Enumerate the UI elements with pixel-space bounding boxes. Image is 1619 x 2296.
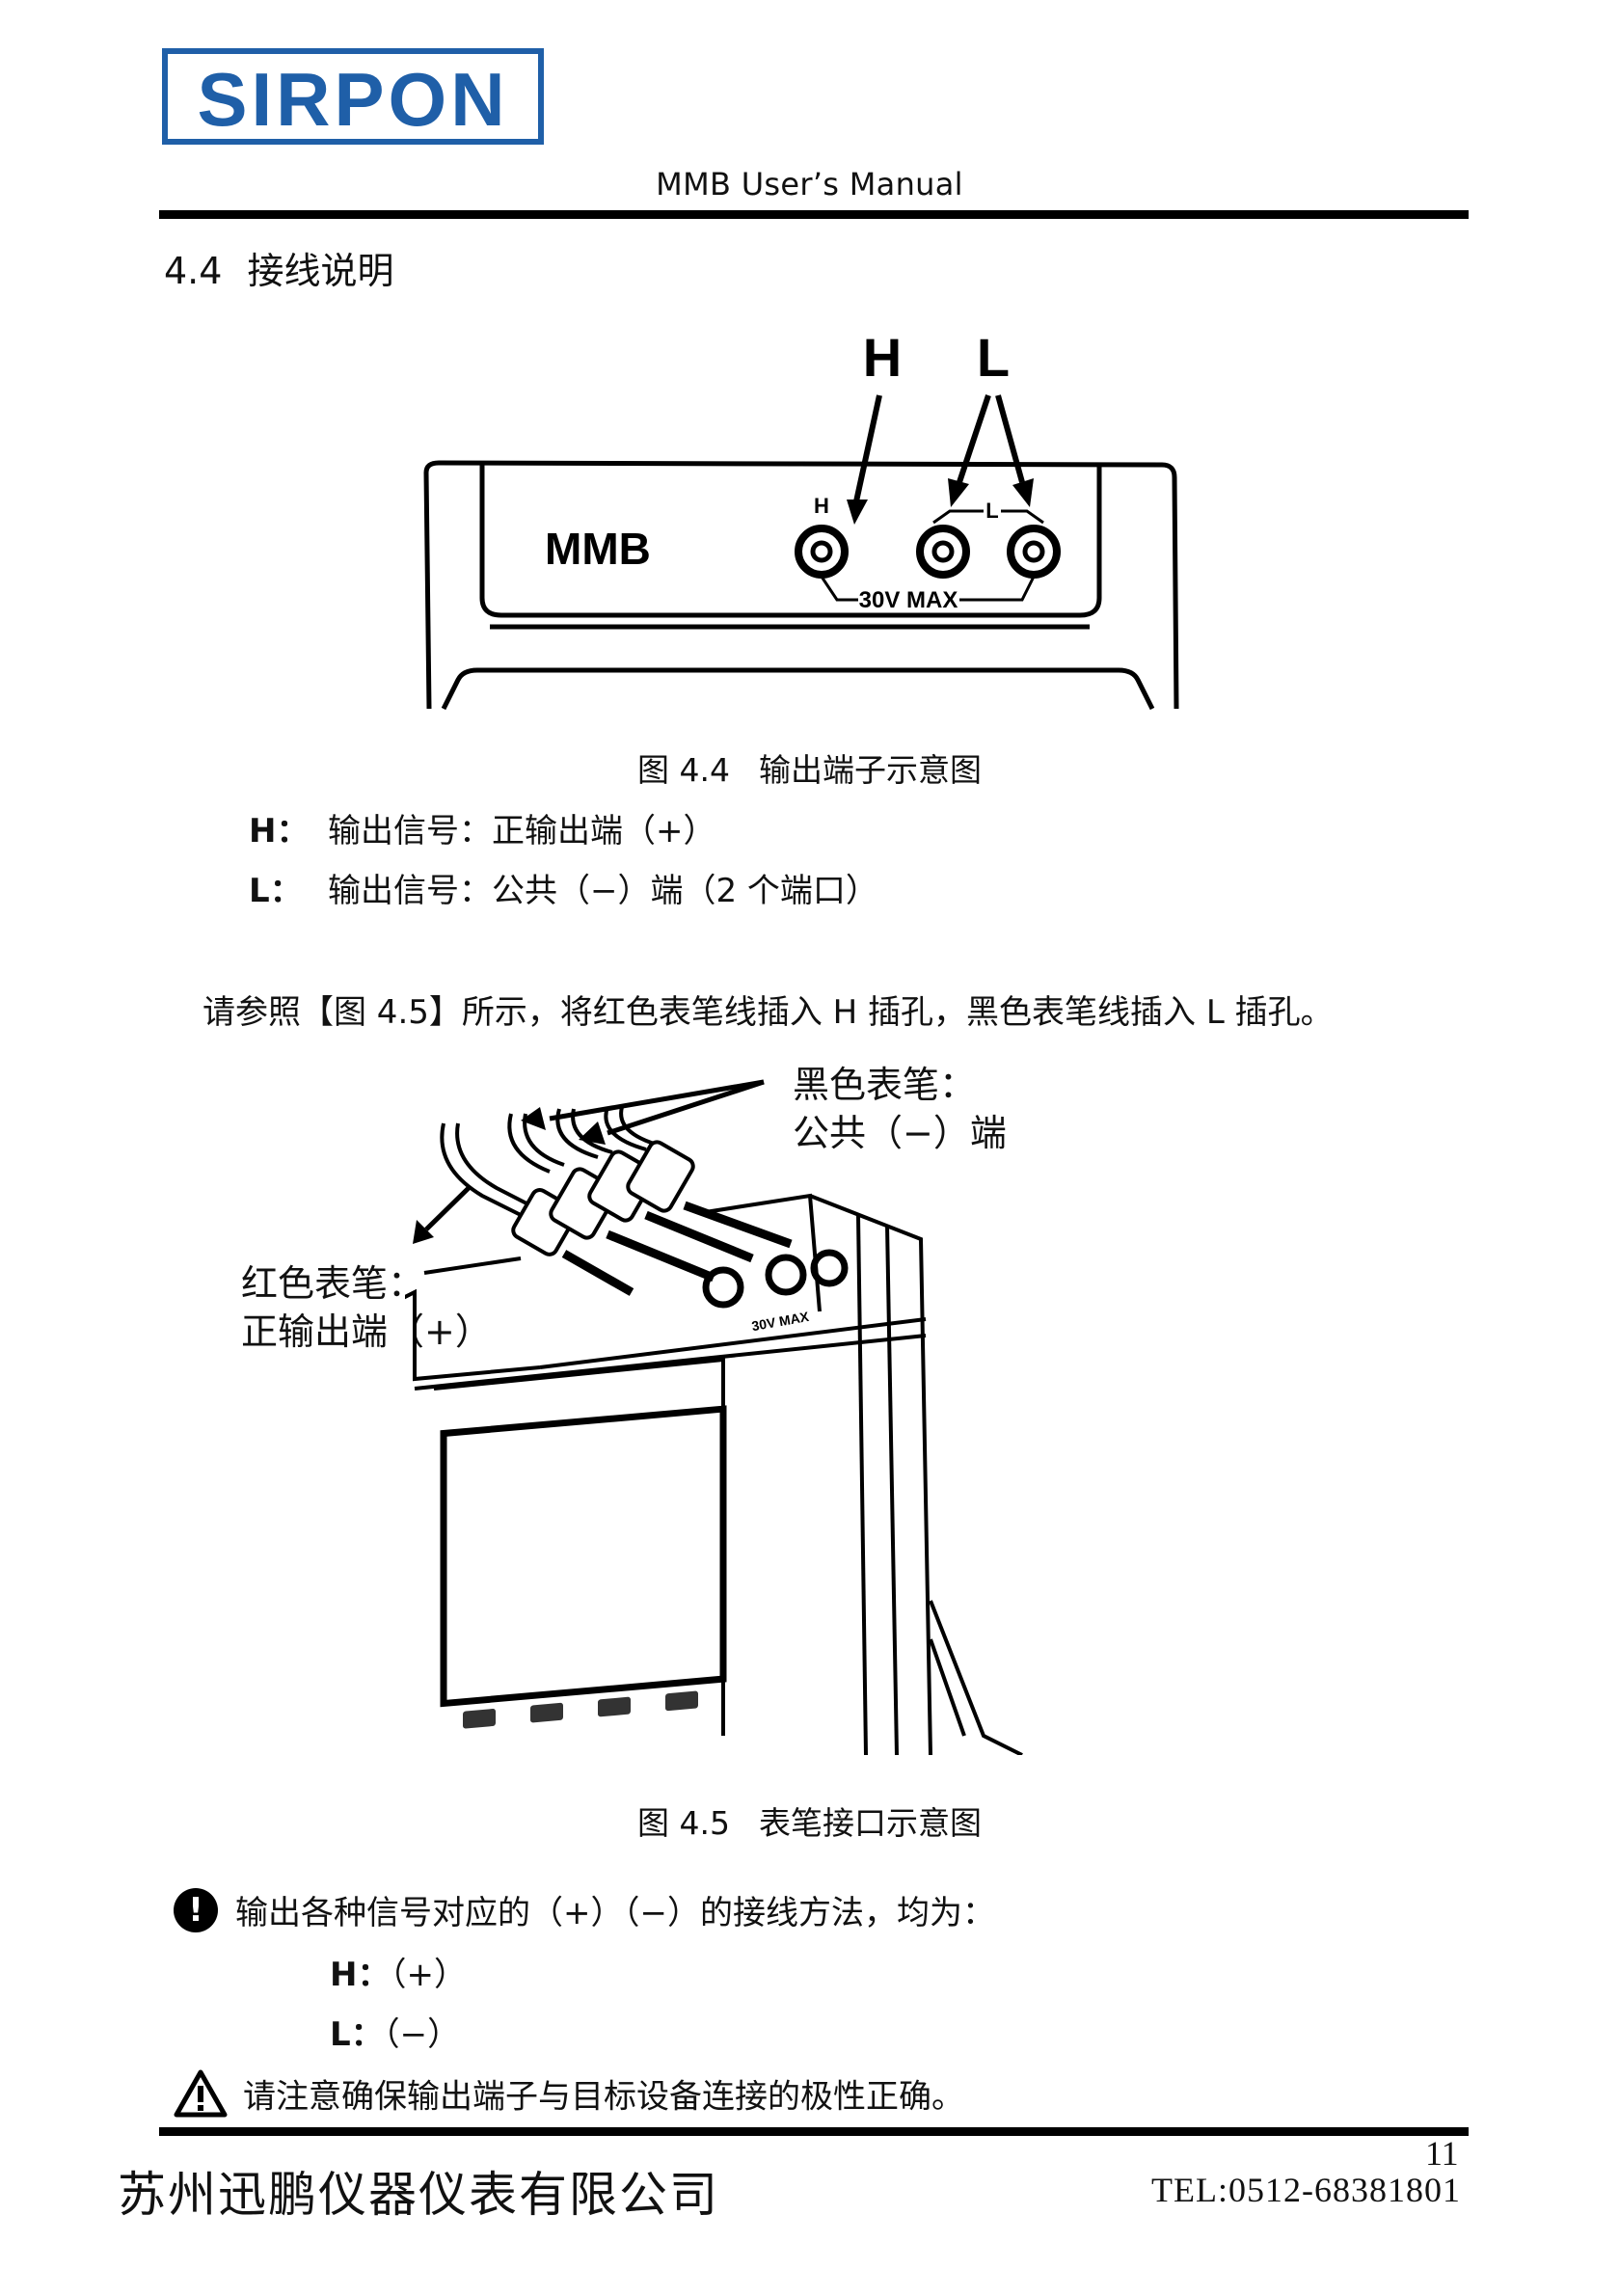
figure-4-5-probe-diagram: 30V MAX xyxy=(405,1079,1023,1755)
red-probe-label: 红色表笔： 正输出端（+） xyxy=(241,1259,492,1356)
figure-4-5-caption: 图 4.5 表笔接口示意图 xyxy=(0,1797,1619,1844)
definition-h: H： 输出信号：正输出端（+） xyxy=(249,804,716,851)
warning-triangle-icon xyxy=(174,2069,228,2118)
black-probe-label-1: 黑色表笔： xyxy=(793,1064,977,1106)
logo-text: SIRPON xyxy=(197,57,508,142)
fig44-arrows xyxy=(847,394,1034,525)
fig44-voltage: 30V MAX xyxy=(859,587,958,613)
definition-l-text: 输出信号：公共（−）端（2 个端口） xyxy=(328,872,878,910)
red-probe-label-2: 正输出端（+） xyxy=(241,1310,492,1353)
note-row: ! 输出各种信号对应的（+）（−）的接线方法，均为： xyxy=(174,1886,995,1933)
fig44-caption-num: 图 4.4 xyxy=(637,751,730,789)
section-title: 接线说明 xyxy=(247,250,394,292)
polarity-h-key: H： xyxy=(330,1956,391,1994)
fig45-probe-plugs xyxy=(511,1140,793,1296)
polarity-h: H：（+） xyxy=(330,1948,467,1995)
fig45-voltage: 30V MAX xyxy=(750,1309,810,1334)
definition-l-key: L： xyxy=(249,872,303,910)
definition-h-key: H： xyxy=(249,812,310,851)
fig45-terminals xyxy=(702,1249,849,1309)
fig44-device-panel xyxy=(423,460,1179,711)
fig45-caption-text: 表笔接口示意图 xyxy=(758,1804,982,1842)
warning-text: 请注意确保输出端子与目标设备连接的极性正确。 xyxy=(243,2077,964,2117)
fig45-buttons xyxy=(463,1690,698,1729)
manual-title: MMB User’s Manual xyxy=(656,166,963,203)
figure-4-4-terminal-diagram: H L MMB H L 30V MAX xyxy=(423,327,1179,711)
black-probe-label: 黑色表笔： 公共（−）端 xyxy=(793,1061,1007,1157)
section-number: 4.4 xyxy=(164,250,223,292)
black-probe-label-2: 公共（−）端 xyxy=(793,1112,1007,1154)
fig45-caption-num: 图 4.5 xyxy=(637,1804,730,1842)
fig44-terminal-l: L xyxy=(985,499,998,523)
polarity-l-value: （−） xyxy=(383,2015,461,2054)
fig44-label-l: L xyxy=(977,327,1010,388)
instruction-paragraph: 请参照【图 4.5】所示，将红色表笔线插入 H 插孔，黑色表笔线插入 L 插孔。 xyxy=(202,993,1334,1032)
note-text: 输出各种信号对应的（+）（−）的接线方法，均为： xyxy=(235,1894,995,1932)
polarity-l: L：（−） xyxy=(330,2008,460,2055)
fig44-label-h: H xyxy=(863,327,902,388)
header-divider xyxy=(159,210,1469,219)
definition-l: L： 输出信号：公共（−）端（2 个端口） xyxy=(249,864,878,911)
fig44-terminals xyxy=(795,509,1061,602)
warning-row: 请注意确保输出端子与目标设备连接的极性正确。 xyxy=(174,2069,964,2118)
fig44-caption-text: 输出端子示意图 xyxy=(758,751,982,789)
footer-divider xyxy=(159,2127,1469,2136)
polarity-h-value: （+） xyxy=(390,1956,467,1994)
fig45-device-body xyxy=(405,1193,932,1755)
sirpon-logo: SIRPON xyxy=(162,48,544,145)
fig44-terminal-h: H xyxy=(814,494,829,518)
footer-company: 苏州迅鹏仪器仪表有限公司 xyxy=(118,2167,719,2223)
footer-tel: TEL:0512-68381801 xyxy=(1151,2171,1461,2209)
fig45-stand xyxy=(929,1600,1023,1755)
page-number: 11 xyxy=(1425,2134,1459,2173)
exclamation-icon: ! xyxy=(174,1887,218,1932)
fig44-device-name: MMB xyxy=(545,524,651,574)
fig45-probe-cables xyxy=(440,1106,661,1217)
fig45-screen xyxy=(440,1405,727,1708)
figure-4-4-caption: 图 4.4 输出端子示意图 xyxy=(0,744,1619,791)
definition-h-text: 输出信号：正输出端（+） xyxy=(328,812,716,851)
polarity-l-key: L： xyxy=(330,2015,384,2054)
section-heading: 4.4 接线说明 xyxy=(164,241,393,294)
red-probe-label-1: 红色表笔： xyxy=(241,1262,425,1305)
fig45-arrows xyxy=(413,1079,765,1244)
